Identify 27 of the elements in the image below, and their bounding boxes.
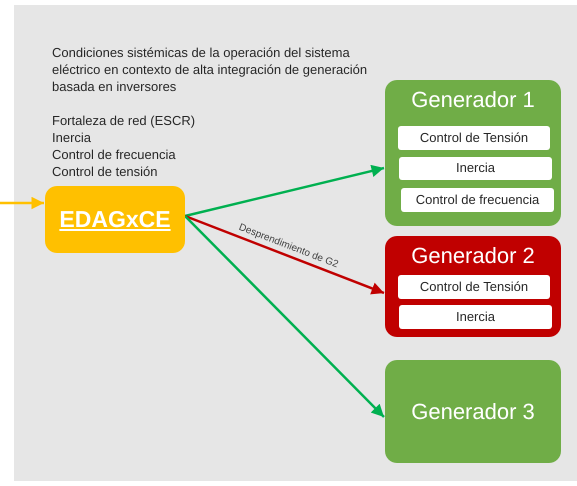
box-label: Generador 3 [411, 398, 535, 426]
main-node-box [45, 186, 185, 253]
arrow [184, 215, 385, 418]
attribute-box [398, 275, 550, 299]
generator-box [385, 80, 561, 226]
description-text: Condiciones sistémicas de la operación del sistema eléctrico en contexto de alta integración de generación basada en inversores [52, 44, 368, 95]
attribute-box [399, 157, 552, 180]
attribute-box [399, 305, 552, 329]
box-label: Control de Tensión [420, 130, 528, 146]
generator-box [385, 236, 561, 337]
arrow [184, 214, 384, 294]
generator-box [385, 360, 561, 463]
condition-item: Inercia [52, 129, 92, 146]
attribute-box [398, 126, 550, 150]
box-label: EDAGxCE [59, 205, 171, 234]
box-heading: Generador 2 [410, 242, 536, 270]
box-label: Inercia [456, 308, 496, 326]
arrow [0, 196, 44, 210]
box-heading: Generador 1 [410, 86, 536, 114]
box-label: Control de Tensión [420, 278, 528, 296]
condition-item: Control de tensión [52, 163, 158, 180]
condition-item: Fortaleza de red (ESCR) [52, 112, 196, 129]
condition-item: Control de frecuencia [52, 146, 176, 163]
box-label: Inercia [456, 160, 496, 177]
attribute-box [401, 188, 554, 212]
arrow [184, 164, 384, 218]
box-label: Control de frecuencia [416, 192, 540, 208]
